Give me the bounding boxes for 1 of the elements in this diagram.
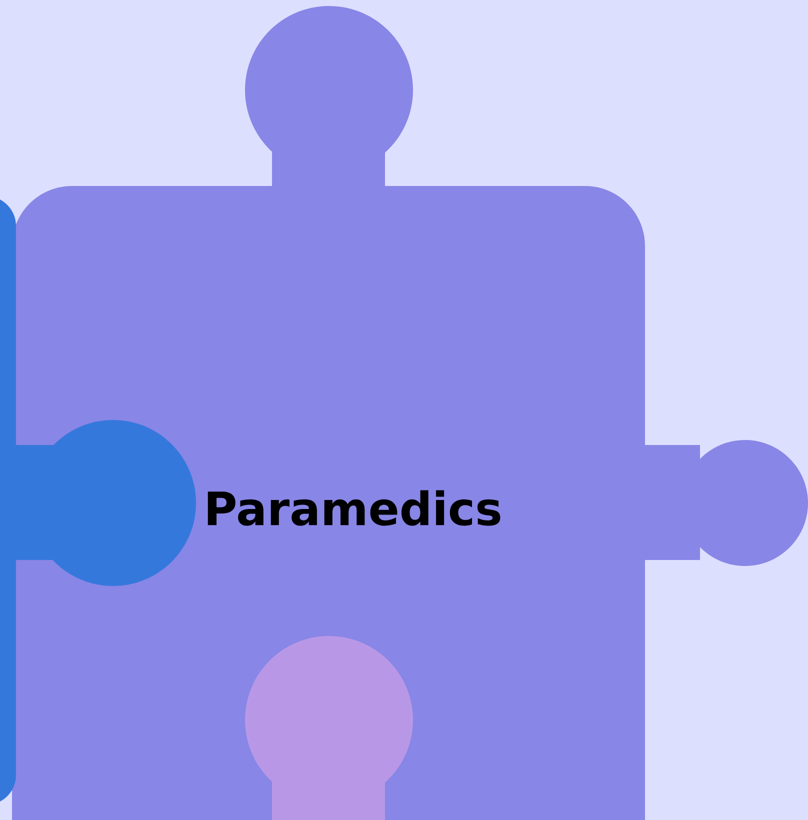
puzzle-piece bbox=[245, 636, 413, 820]
